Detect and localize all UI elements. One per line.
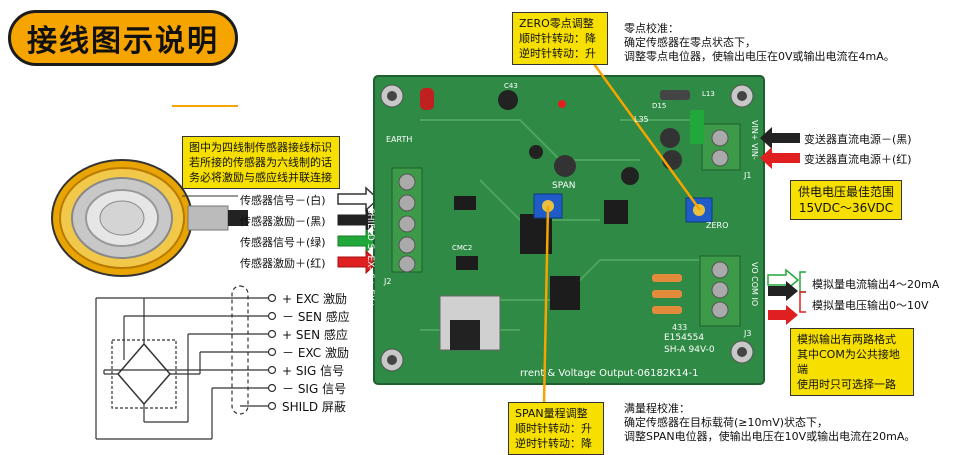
span-adjust-box: SPAN量程调整 顺时针转动：升 逆时针转动：降	[508, 402, 604, 455]
silk-cert2: SH-A 94V-0	[664, 345, 715, 355]
silk-earth: EARTH	[386, 135, 412, 144]
power-label-minus: 变送器直流电源－(黑)	[804, 133, 912, 146]
wire-label-exc-minus: 传感器激励－(黑)	[240, 215, 326, 228]
sensor-note-line: 若所接的传感器为六线制的话	[189, 156, 332, 169]
sensor-note: 图中为四线制传感器接线标识 若所接的传感器为六线制的话 务必将激励与感应线并联连…	[182, 136, 340, 189]
power-range-line: 供电电压最佳范围	[797, 185, 894, 199]
sensor-wire-arrows	[337, 186, 380, 275]
pcb-board	[373, 75, 765, 385]
silk-j1: J1	[743, 171, 751, 180]
sensor-note-line: 务必将激励与感应线并联连接	[189, 171, 332, 184]
zero-box-line: 逆时针转动：升	[519, 47, 596, 60]
silk-zero: ZERO	[706, 221, 728, 230]
sensor-note-line: 图中为四线制传感器接线标识	[189, 141, 332, 154]
output-note-line: 模拟输出有两路格式	[797, 333, 896, 346]
power-label-plus: 变送器直流电源＋(红)	[804, 153, 912, 166]
output-note-box: 模拟输出有两路格式 其中COM为公共接地端 使用时只可选择一路	[790, 328, 914, 396]
output-note-line: 其中COM为公共接地端	[797, 348, 900, 376]
output-label-current: 模拟量电流输出4～20mA	[812, 278, 940, 291]
wire-label-exc-plus: 传感器激励＋(红)	[240, 257, 326, 270]
span-note-line: 确定传感器在目标载荷(≥10mV)状态下，	[624, 416, 829, 429]
silk-c43: C43	[504, 82, 518, 90]
six-wire-label: + SIG 信号	[282, 364, 345, 378]
six-wire-label: － SIG 信号	[282, 382, 347, 396]
silk-j3: J3	[743, 329, 751, 338]
output-arrows	[767, 268, 806, 325]
zero-box-line: 顺时针转动：降	[519, 32, 596, 45]
span-box-line: 顺时针转动：升	[515, 422, 592, 435]
silk-vo: VO COM IO	[750, 262, 759, 306]
page-title: 接线图示说明	[8, 10, 238, 66]
silk-bottom: rrent & Voltage Output-06182K14-1	[520, 368, 699, 379]
silk-433: 433	[672, 323, 687, 332]
span-note: 满量程校准： 确定传感器在目标载荷(≥10mV)状态下， 调整SPAN电位器，使…	[624, 402, 915, 444]
silk-cmc2: CMC2	[452, 244, 472, 252]
silk-l35: L35	[634, 115, 649, 124]
power-range-line: 15VDC～36VDC	[798, 201, 894, 215]
wire-label-sig-minus: 传感器信号－(白)	[240, 194, 326, 207]
zero-note: 零点校准： 确定传感器在零点状态下， 调整零点电位器，使输出电压在0V或输出电流…	[624, 22, 895, 64]
six-wire-label: SHILD 屏蔽	[282, 400, 346, 414]
span-note-line: 调整SPAN电位器，使输出电压在10V或输出电流在20mA。	[624, 430, 916, 443]
six-wire-label: － SEN 感应	[282, 310, 350, 324]
silk-l13: L13	[702, 90, 715, 98]
load-cell-sensor	[51, 159, 248, 277]
six-wire-label: － EXC 激励	[282, 346, 349, 360]
zero-note-line: 零点校准：	[624, 22, 679, 35]
output-note-line: 使用时只可选择一路	[797, 378, 896, 391]
silk-cert1: E154554	[664, 333, 704, 343]
power-arrows	[760, 127, 800, 169]
zero-box-line: ZERO零点调整	[519, 17, 594, 30]
silk-d15: D15	[652, 102, 666, 110]
zero-adjust-box: ZERO零点调整 顺时针转动：降 逆时针转动：升	[512, 12, 608, 65]
power-range-box: 供电电压最佳范围 15VDC～36VDC	[790, 180, 902, 220]
silk-left: SHIELD S- EX- S+ EX+	[365, 208, 375, 308]
output-label-voltage: 模拟量电压输出0～10V	[812, 299, 929, 312]
silk-span: SPAN	[552, 181, 575, 191]
six-wire-schematic	[95, 285, 268, 440]
zero-note-line: 确定传感器在零点状态下，	[624, 36, 756, 49]
span-box-line: 逆时针转动：降	[515, 437, 592, 450]
zero-note-line: 调整零点电位器，使输出电压在0V或输出电流在4mA。	[624, 50, 895, 63]
silk-j2: J2	[383, 277, 391, 286]
six-wire-label: + SEN 感应	[282, 328, 348, 342]
silk-vin: VIN+ VIN-	[750, 120, 759, 160]
six-wire-label: + EXC 激励	[282, 292, 347, 306]
terminal-circles	[267, 293, 277, 411]
wire-label-sig-plus: 传感器信号＋(绿)	[240, 236, 326, 249]
span-box-line: SPAN量程调整	[515, 407, 588, 420]
span-note-line: 满量程校准：	[624, 402, 690, 415]
